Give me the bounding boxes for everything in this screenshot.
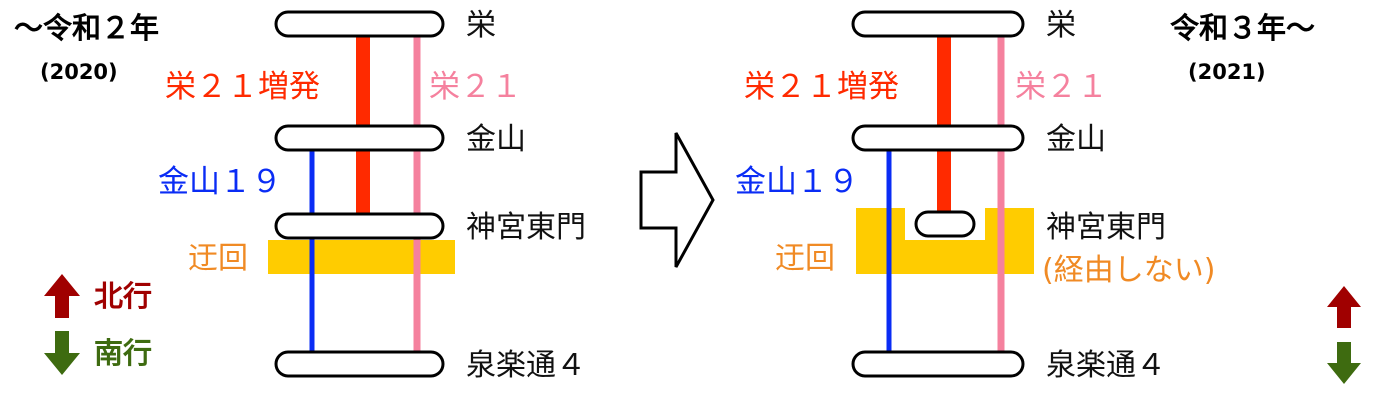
detour-band-before [268,240,455,274]
stop-sakae-after [851,10,1025,38]
stop-izumi-rakudori4-before [274,350,445,378]
stop-sakae-before [274,10,445,38]
stop-jingu-higashimon-before [274,212,445,240]
south-arrow-icon [44,331,80,375]
station-label-sakae-before: 栄 [466,8,496,43]
route-label-sakae21-extra-before: 栄２１増発 [165,69,320,105]
north-arrow-icon-right [1327,286,1361,328]
year-label-after: (2021) [1188,60,1266,84]
station-label-jingu-higashimon-before: 神宮東門 [466,210,586,245]
stop-kanayama-after [851,124,1025,152]
year-label-before: (2020) [40,60,118,84]
not-via-note: (経由しない) [1042,253,1216,288]
detour-label-before: 迂回 [188,241,248,276]
route-label-sakae21-extra-after: 栄２１増発 [744,69,899,105]
north-arrow-icon [44,274,80,318]
detour-band-after [856,208,1034,274]
stop-jingu-higashimon-after [914,210,976,238]
station-label-sakae-after: 栄 [1046,8,1076,43]
station-label-kanayama-before: 金山 [466,122,526,157]
legend-south-label: 南行 [94,336,153,370]
era-label-before: 〜令和２年 [14,11,160,45]
station-label-jingu-higashimon-after: 神宮東門 [1046,210,1166,245]
stop-izumi-rakudori4-after [851,350,1025,378]
detour-label-after: 迂回 [775,241,835,276]
route-label-kanayama19-after: 金山１９ [735,164,859,200]
route-label-sakae21-before: 栄２１ [429,69,522,105]
stop-kanayama-before [274,124,445,152]
south-arrow-icon-right [1327,342,1361,384]
station-label-izumi-rakudori4-before: 泉楽通４ [466,348,586,383]
transition-arrow-icon [639,132,715,268]
station-label-izumi-rakudori4-after: 泉楽通４ [1046,348,1166,383]
station-label-kanayama-after: 金山 [1046,122,1106,157]
route-label-sakae21-after: 栄２１ [1015,69,1108,105]
route-label-kanayama19-before: 金山１９ [158,164,282,200]
era-label-after: 令和３年〜 [1170,11,1316,45]
legend-north-label: 北行 [94,279,153,313]
